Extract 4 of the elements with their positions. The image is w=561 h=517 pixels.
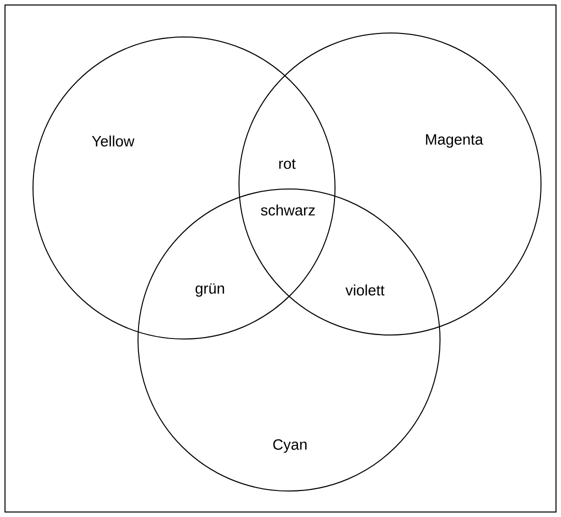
region-label: rot xyxy=(279,159,296,169)
region-label: grün xyxy=(196,283,224,297)
region-label: violett xyxy=(345,284,384,296)
region-label: schwarz xyxy=(260,204,315,216)
